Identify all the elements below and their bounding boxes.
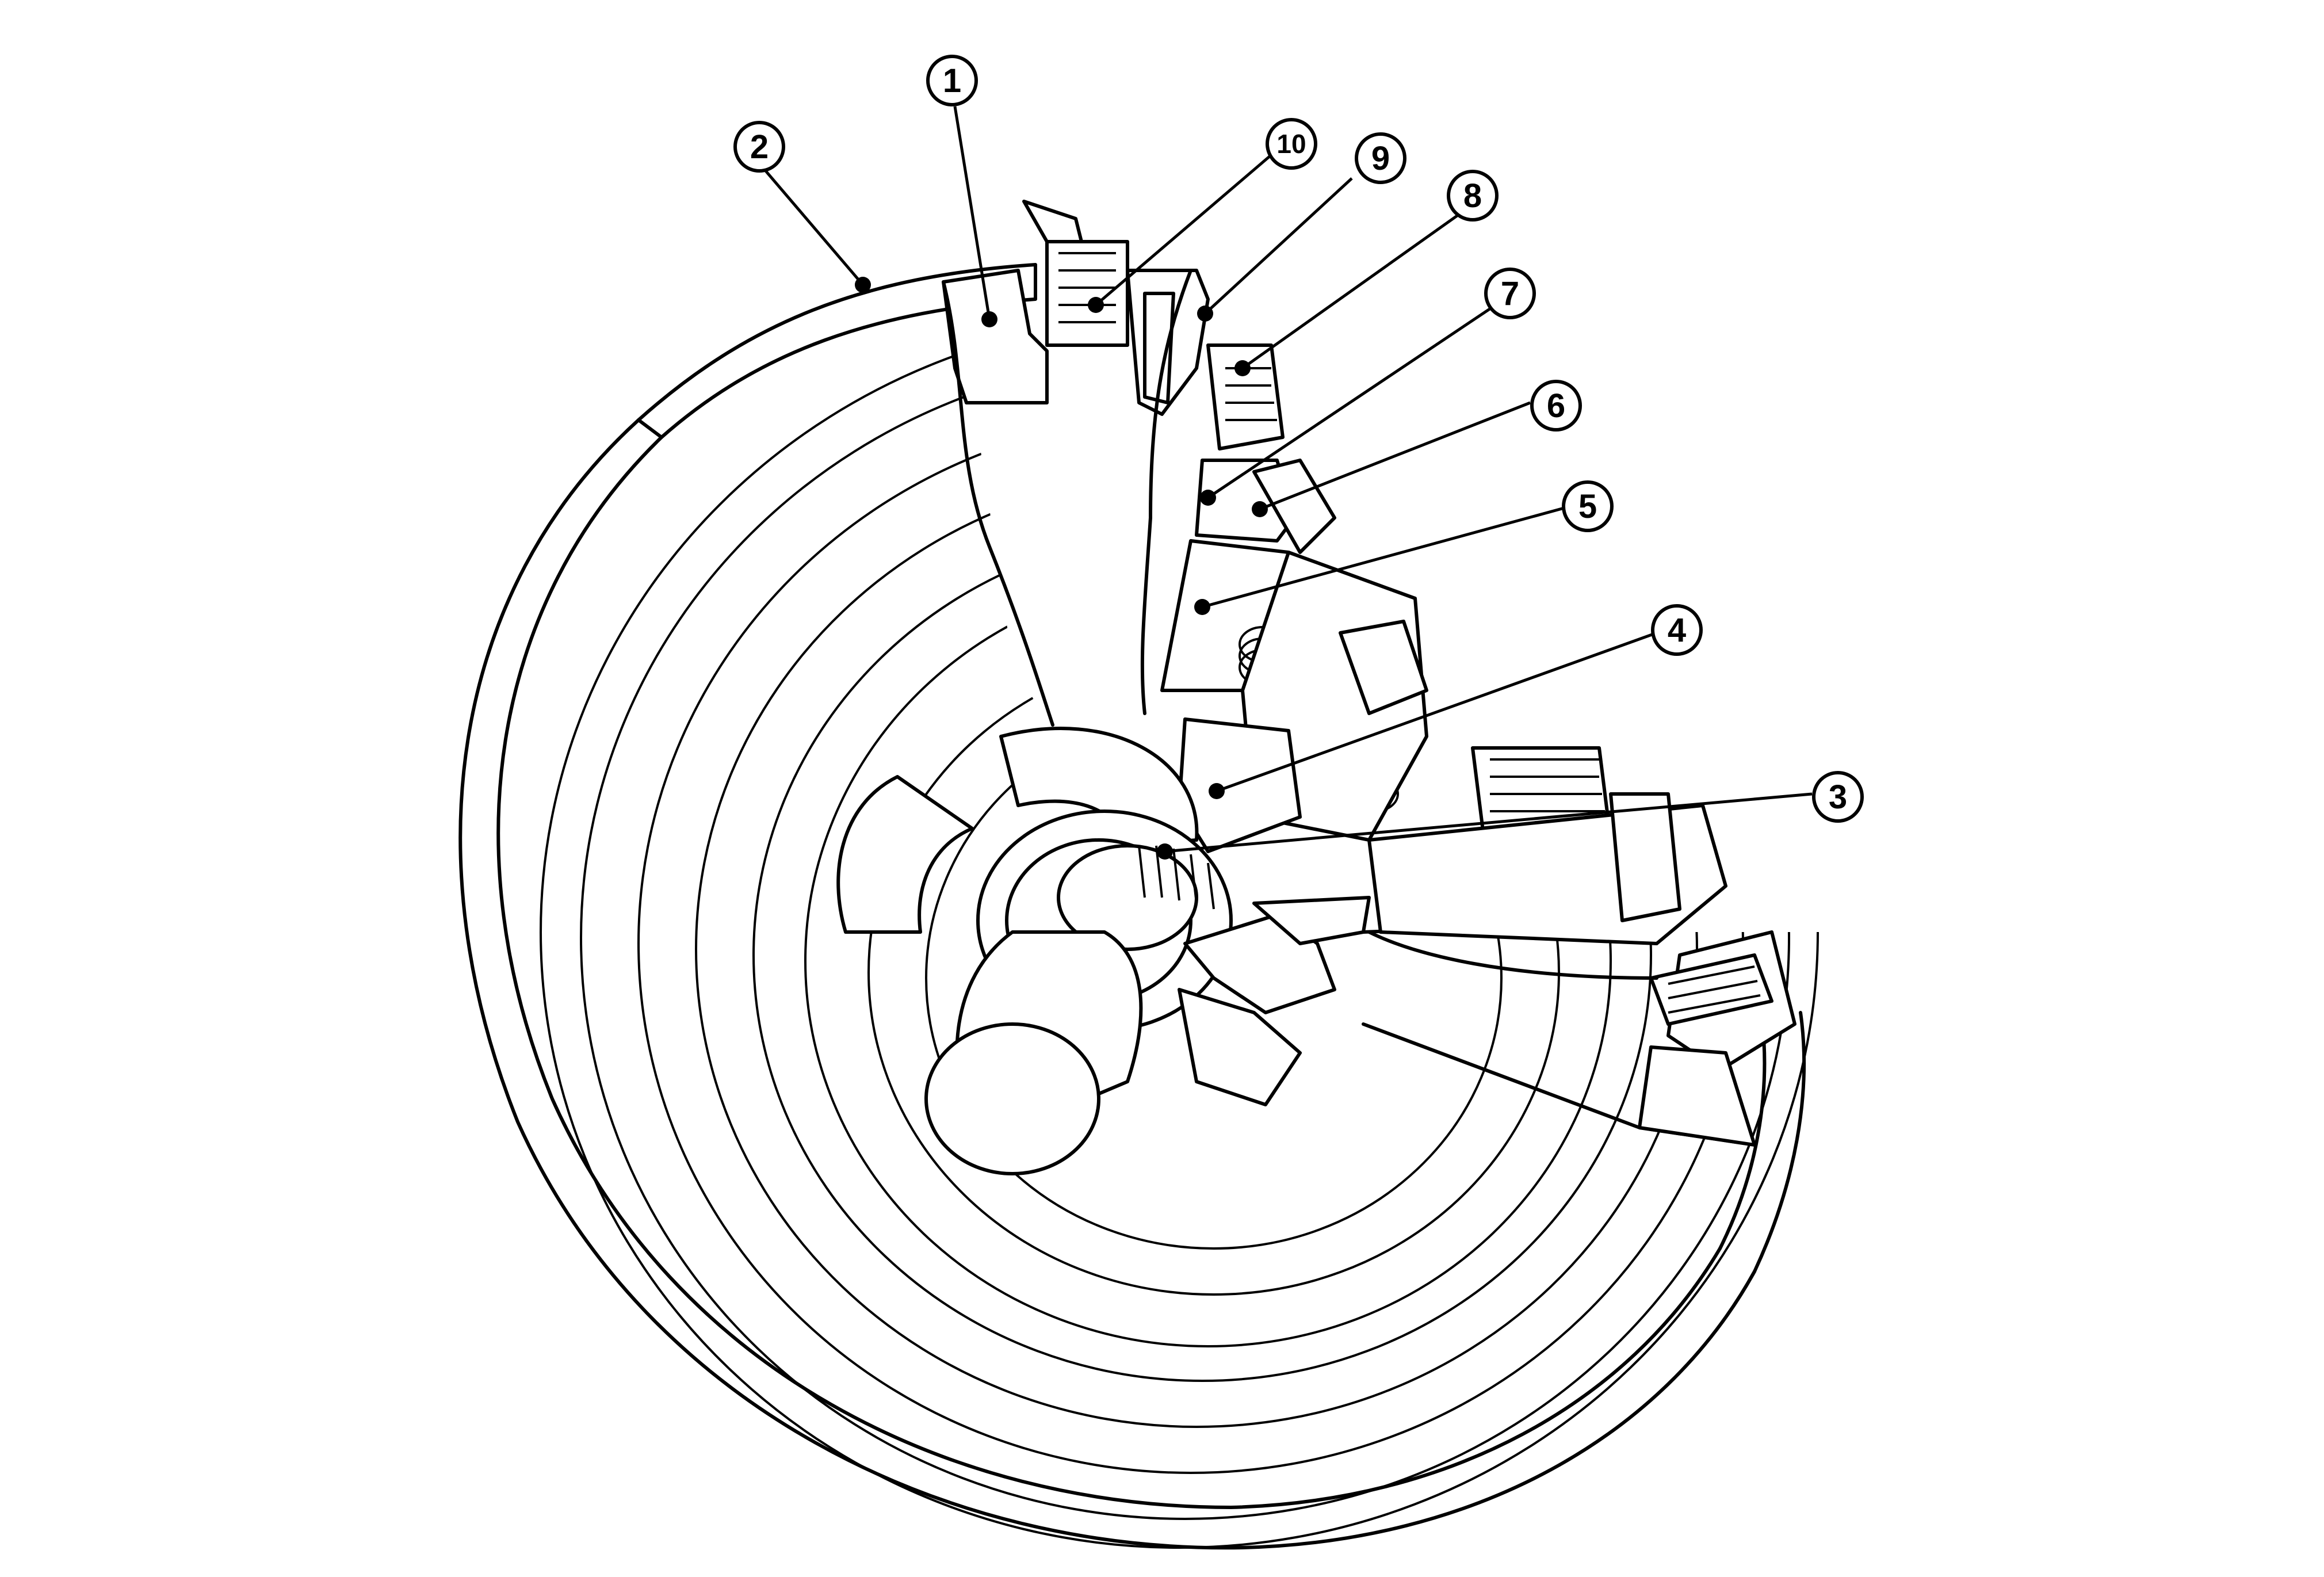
callout-4: 4 — [1651, 604, 1703, 656]
svg-text:8: 8 — [1463, 177, 1482, 215]
callout-7: 7 — [1484, 268, 1536, 319]
svg-text:1: 1 — [943, 62, 961, 100]
drum-section-walls — [942, 269, 1658, 980]
svg-text:6: 6 — [1547, 387, 1565, 425]
svg-text:9: 9 — [1371, 140, 1390, 177]
callout-2: 2 — [733, 121, 785, 173]
svg-text:2: 2 — [750, 128, 769, 166]
callout-1: 1 — [926, 55, 978, 106]
leader-lines — [761, 106, 1813, 860]
svg-text:3: 3 — [1829, 778, 1847, 816]
outer-housing — [458, 263, 1756, 1550]
svg-text:5: 5 — [1578, 488, 1597, 525]
shaft-splines — [1138, 845, 1215, 910]
callout-10: 10 — [1266, 118, 1317, 170]
callout-3: 3 — [1812, 771, 1864, 823]
svg-text:7: 7 — [1501, 275, 1519, 312]
input-shaft-assembly — [836, 727, 1371, 1175]
callout-5: 5 — [1562, 480, 1614, 532]
callout-9: 9 — [1355, 132, 1406, 184]
svg-text:10: 10 — [1276, 129, 1306, 159]
svg-text:4: 4 — [1668, 612, 1686, 649]
callout-6: 6 — [1530, 380, 1582, 432]
callout-8: 8 — [1447, 170, 1499, 222]
